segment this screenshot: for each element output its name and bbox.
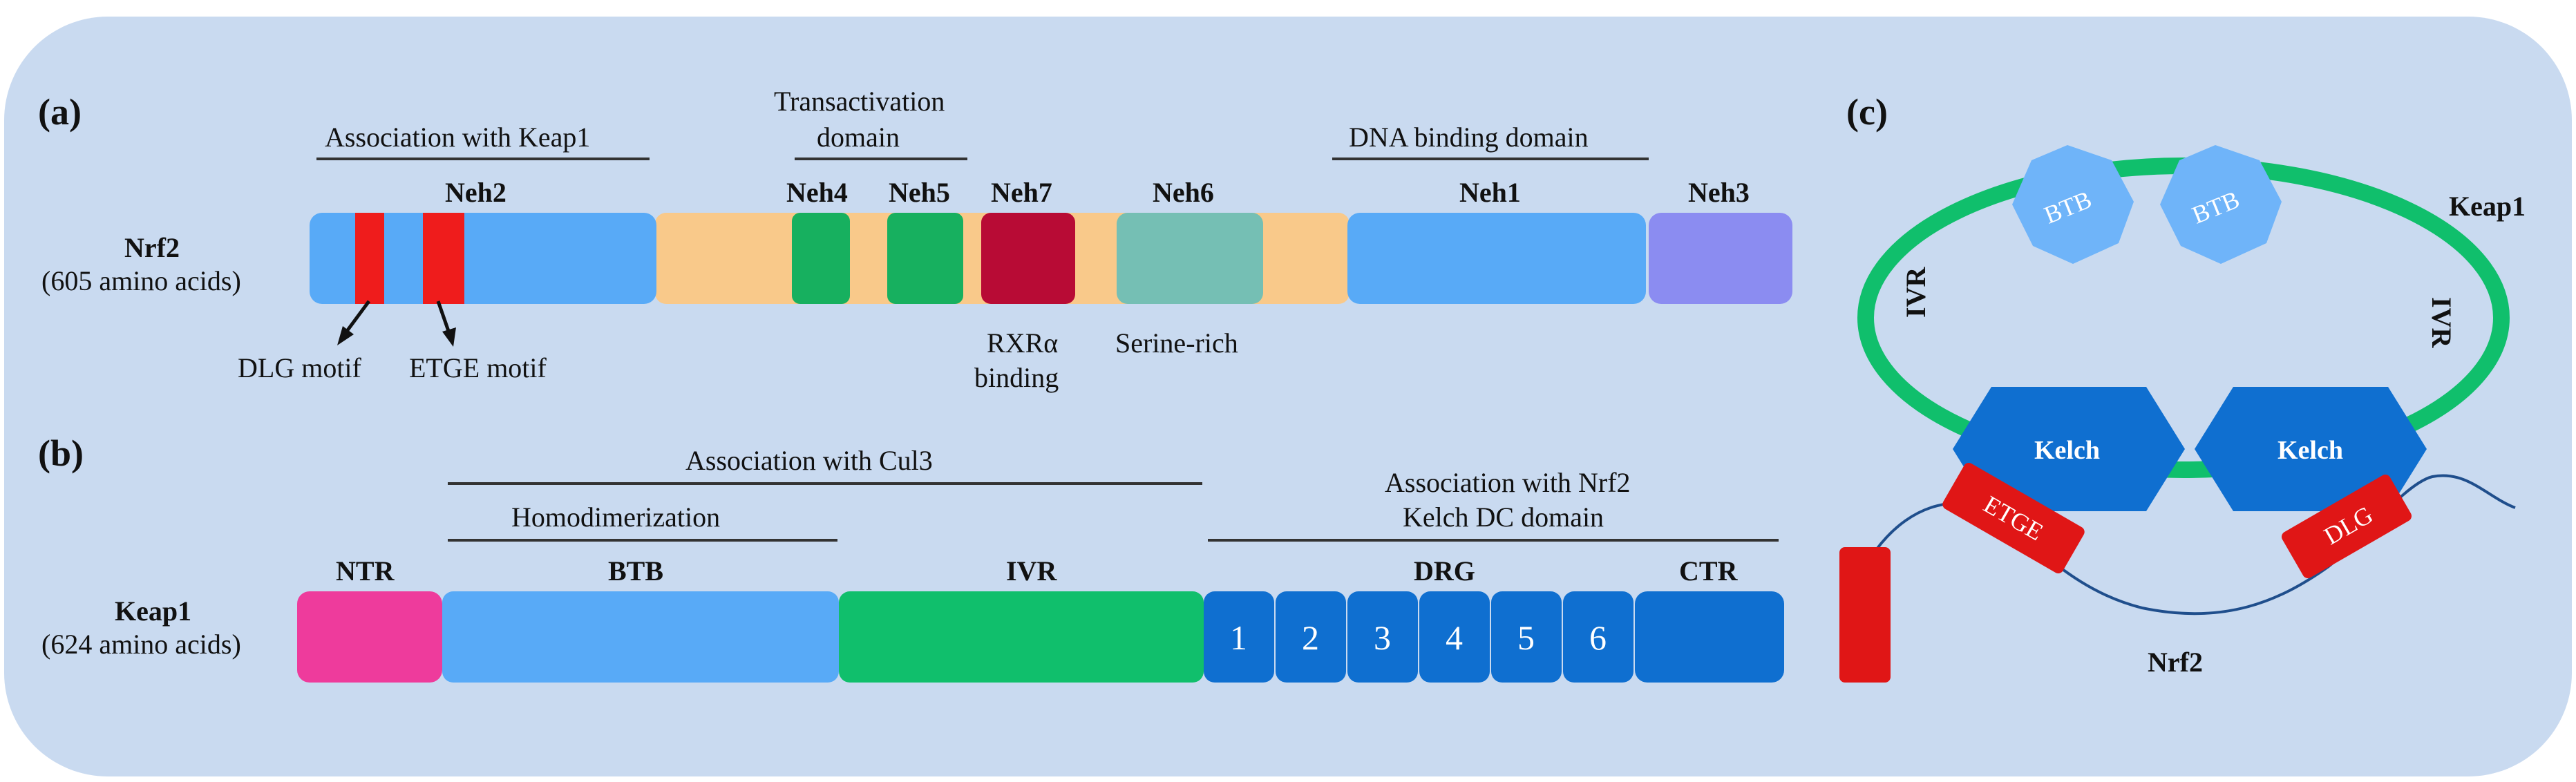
header-dna-binding: DNA binding domain (1349, 122, 1589, 153)
dlg-arrow (337, 300, 371, 345)
rxr-binding-label-line1: RXRα (987, 327, 1058, 359)
keap1-complex-label: Keap1 (2449, 191, 2526, 222)
label-neh4: Neh4 (786, 177, 848, 208)
panel-b-label: (b) (38, 432, 84, 474)
header-association-keap1: Association with Keap1 (325, 122, 590, 153)
drg-number-3: 3 (1374, 618, 1391, 657)
header-transactivation-line1: Transactivation (774, 86, 945, 117)
header-association-cul3: Association with Cul3 (685, 445, 933, 476)
label-btb: BTB (608, 555, 663, 586)
rxr-binding-label-line2: binding (974, 362, 1059, 393)
dlg-motif-box (355, 213, 384, 304)
drg-repeat-2 (1276, 591, 1346, 683)
etge-arrow (436, 301, 456, 347)
drg-number-2: 2 (1302, 618, 1319, 657)
nrf2-size: (605 amino acids) (41, 265, 241, 296)
header-homodimerization: Homodimerization (511, 502, 720, 533)
nrf2-neh5-domain (887, 213, 963, 304)
label-neh7: Neh7 (991, 177, 1052, 208)
label-neh5: Neh5 (889, 177, 950, 208)
btb-left-heptagon (2012, 145, 2134, 264)
ivr-left-label: IVR (1900, 267, 1931, 318)
label-ctr: CTR (1679, 555, 1739, 586)
label-neh6: Neh6 (1153, 177, 1214, 208)
label-neh3: Neh3 (1688, 177, 1750, 208)
nrf2-neh3-domain (1649, 213, 1792, 304)
drg-repeat-4 (1419, 591, 1490, 683)
label-ivr: IVR (1006, 555, 1057, 586)
header-kelch-dc: Kelch DC domain (1403, 502, 1604, 533)
nrf2-complex-label: Nrf2 (2148, 647, 2203, 678)
drg-number-4: 4 (1446, 618, 1463, 657)
btb-right-heptagon (2160, 145, 2282, 264)
label-neh2: Neh2 (445, 177, 506, 208)
keap1-btb-domain (442, 591, 839, 683)
panel-c-label: (c) (1846, 91, 1888, 133)
keap1-name: Keap1 (115, 595, 191, 627)
figure-background (4, 17, 2572, 776)
dlg-motif-shape (2281, 475, 2412, 578)
etge-motif-shape (1942, 463, 2085, 573)
etge-motif-label: ETGE motif (409, 352, 547, 383)
drg-repeat-6 (1563, 591, 1633, 683)
kelch-left-hexagon (1953, 387, 2185, 511)
keap1-ivr-domain (839, 591, 1204, 683)
drg-repeat-1 (1204, 591, 1274, 683)
header-transactivation-line2: domain (817, 122, 900, 153)
drg-number-1: 1 (1230, 618, 1247, 657)
nrf2-neh7-domain (981, 213, 1075, 304)
nrf2-neh4-domain (792, 213, 850, 304)
keap1-ntr-domain (297, 591, 442, 683)
serine-rich-label: Serine-rich (1115, 327, 1238, 359)
keap1-drg-repeats (1204, 591, 1784, 683)
nrf2-neh1-domain (1347, 213, 1646, 304)
header-association-nrf2: Association with Nrf2 (1385, 467, 1631, 498)
kelch-right-label: Kelch (2277, 436, 2343, 465)
label-ntr: NTR (336, 555, 395, 586)
label-drg: DRG (1414, 555, 1475, 586)
keap1-ctr-domain (1635, 591, 1784, 683)
nrf2-tail-box (1839, 547, 1891, 683)
nrf2-name: Nrf2 (124, 232, 180, 263)
nrf2-neh2-domain (310, 213, 656, 304)
ivr-right-label: IVR (2426, 297, 2457, 348)
dlg-motif-label: DLG motif (238, 352, 362, 383)
drg-repeat-5 (1491, 591, 1562, 683)
kelch-right-hexagon (2195, 387, 2427, 511)
label-neh1: Neh1 (1459, 177, 1521, 208)
drg-number-5: 5 (1517, 618, 1535, 657)
drg-number-6: 6 (1589, 618, 1607, 657)
keap1-size: (624 amino acids) (41, 629, 241, 660)
nrf2-neh6-domain (1117, 213, 1263, 304)
panel-a-label: (a) (38, 91, 82, 133)
kelch-left-label: Kelch (2034, 436, 2100, 465)
drg-repeat-3 (1347, 591, 1418, 683)
etge-motif-box (423, 213, 464, 304)
